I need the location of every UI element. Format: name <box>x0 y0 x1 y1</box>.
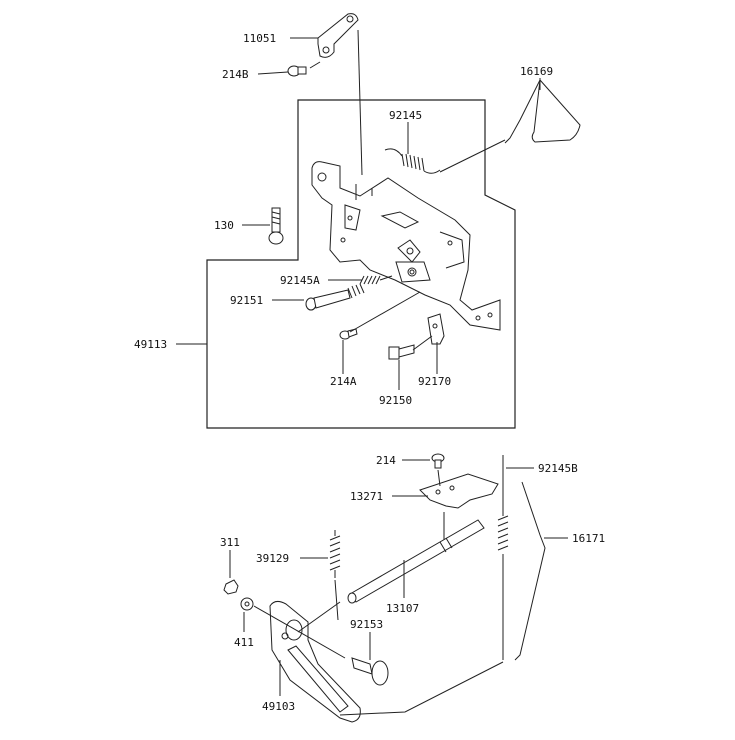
callout-16171: 16171 <box>572 532 605 545</box>
plate-13271 <box>419 473 499 509</box>
screw-130 <box>268 207 284 245</box>
spring-39129 <box>329 530 341 578</box>
callout-49113: 49113 <box>134 338 167 351</box>
callout-11051: 11051 <box>243 32 276 45</box>
callout-49103: 49103 <box>262 700 295 713</box>
lever-49103 <box>269 600 361 723</box>
guide-line <box>439 139 506 173</box>
shaft-13107 <box>347 519 485 604</box>
assembly-boundary-49113 <box>206 99 516 429</box>
rod-16169 <box>504 78 581 144</box>
callout-92145A: 92145A <box>280 274 320 287</box>
callout-92153: 92153 <box>350 618 383 631</box>
callout-92145: 92145 <box>389 109 422 122</box>
guide-line <box>349 291 421 333</box>
callout-311: 311 <box>220 536 240 549</box>
guide-line <box>297 601 341 633</box>
bolt-92150 <box>388 344 415 360</box>
nut-311 <box>223 579 239 595</box>
screw-92151 <box>305 283 365 311</box>
guide-line <box>437 469 441 487</box>
bolt-92153 <box>351 657 389 686</box>
guide-line <box>253 605 346 659</box>
callout-16169: 16169 <box>520 65 553 78</box>
washer-411 <box>240 597 254 611</box>
callout-13271: 13271 <box>350 490 383 503</box>
screw-214 <box>431 453 445 469</box>
callout-214B: 214B <box>222 68 249 81</box>
screw-214B <box>287 65 307 77</box>
governor-plate <box>311 161 501 331</box>
screw-214A <box>339 328 358 340</box>
bracket-92170 <box>427 313 445 345</box>
callout-92150: 92150 <box>379 394 412 407</box>
spring-92145 <box>384 148 441 174</box>
spring-92145B <box>497 455 509 660</box>
callout-13107: 13107 <box>386 602 419 615</box>
callout-92170: 92170 <box>418 375 451 388</box>
rod-16171 <box>514 481 546 661</box>
spring-92145A <box>359 275 393 285</box>
callout-214A: 214A <box>330 375 357 388</box>
callout-214: 214 <box>376 454 396 467</box>
callout-92145B: 92145B <box>538 462 578 475</box>
callout-130: 130 <box>214 219 234 232</box>
callout-39129: 39129 <box>256 552 289 565</box>
guide-line <box>412 335 433 351</box>
bracket-11051 <box>317 13 359 58</box>
callout-411: 411 <box>234 636 254 649</box>
guide-line <box>309 61 321 69</box>
leader-214B <box>257 71 289 75</box>
guide-line <box>334 579 339 621</box>
callout-92151: 92151 <box>230 294 263 307</box>
guide-line <box>357 29 363 176</box>
guide-line <box>339 661 504 716</box>
